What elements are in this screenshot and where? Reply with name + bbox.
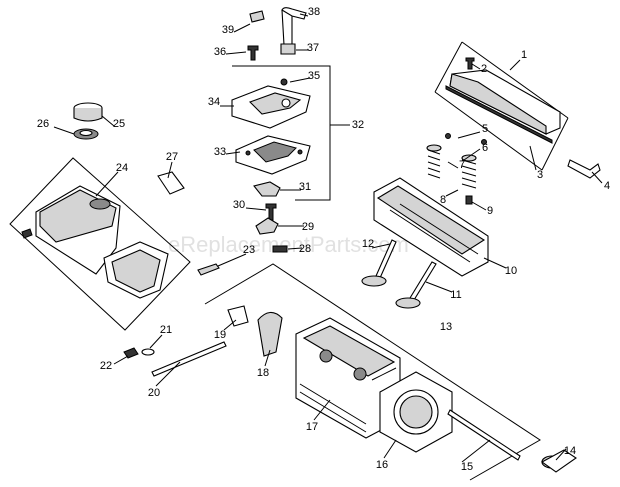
rocker-bracket-small bbox=[567, 159, 601, 179]
group-bracket-breather bbox=[232, 65, 350, 201]
callout-31: 31 bbox=[299, 181, 311, 193]
callout-25: 25 bbox=[113, 118, 125, 130]
callout-9: 9 bbox=[487, 205, 493, 217]
callout-11: 11 bbox=[450, 289, 461, 301]
valves bbox=[361, 239, 437, 309]
stud-assembly bbox=[123, 341, 227, 377]
callout-27: 27 bbox=[166, 151, 178, 163]
callout-15: 15 bbox=[461, 461, 473, 473]
leader-lines bbox=[53, 13, 603, 463]
valve-cover-right bbox=[445, 57, 561, 144]
callout-33: 33 bbox=[214, 146, 226, 158]
callout-20: 20 bbox=[148, 387, 160, 399]
watermark-text: eReplacementParts.com bbox=[168, 232, 409, 257]
callout-18: 18 bbox=[257, 367, 269, 379]
callout-23: 23 bbox=[243, 244, 255, 256]
breather-filter bbox=[253, 181, 281, 197]
callout-38: 38 bbox=[308, 6, 320, 18]
callout-35: 35 bbox=[308, 70, 320, 82]
callout-29: 29 bbox=[302, 221, 314, 233]
cylinder-head bbox=[295, 317, 401, 439]
callout-21: 21 bbox=[160, 324, 172, 336]
group-bracket-air-cover bbox=[9, 157, 191, 331]
callout-30: 30 bbox=[233, 199, 245, 211]
callout-7: 7 bbox=[459, 159, 465, 171]
callout-12: 12 bbox=[362, 238, 374, 250]
callout-24: 24 bbox=[116, 162, 128, 174]
fasteners-center bbox=[197, 203, 288, 276]
callout-26: 26 bbox=[37, 118, 49, 130]
group-bracket-cylinder-head bbox=[204, 263, 541, 481]
callout-16: 16 bbox=[376, 459, 388, 471]
hose-assembly bbox=[247, 7, 307, 61]
breather-cover bbox=[231, 78, 311, 129]
callout-19: 19 bbox=[214, 329, 226, 341]
callout-1: 1 bbox=[521, 49, 527, 61]
valve-cover-left bbox=[21, 185, 121, 275]
callout-10: 10 bbox=[505, 265, 517, 277]
rocker-housing bbox=[373, 177, 489, 277]
callout-14: 14 bbox=[564, 445, 576, 457]
valve-springs bbox=[426, 133, 487, 205]
callout-17: 17 bbox=[306, 421, 318, 433]
group-bracket-valve-cover bbox=[434, 41, 569, 171]
callout-28: 28 bbox=[299, 243, 311, 255]
callout-32: 32 bbox=[352, 119, 364, 131]
head-gasket bbox=[379, 371, 453, 453]
oil-cap-parts bbox=[73, 102, 103, 140]
callout-36: 36 bbox=[214, 46, 226, 58]
push-rod-lifter bbox=[447, 409, 577, 473]
callout-39: 39 bbox=[222, 24, 234, 36]
callout-4: 4 bbox=[604, 180, 610, 192]
callout-5: 5 bbox=[482, 123, 488, 135]
callout-3: 3 bbox=[537, 169, 543, 181]
small-bracket bbox=[157, 171, 185, 195]
callout-labels: 1234567891011121314151617181920212223242… bbox=[37, 6, 610, 473]
cover-gasket-left bbox=[103, 241, 169, 299]
breather-reed-gasket bbox=[235, 135, 311, 175]
callout-34: 34 bbox=[208, 96, 220, 108]
callout-22: 22 bbox=[100, 360, 112, 372]
rocker-arm-parts bbox=[227, 305, 283, 357]
callout-2: 2 bbox=[481, 63, 487, 75]
callout-37: 37 bbox=[307, 42, 319, 54]
callout-13: 13 bbox=[440, 321, 452, 333]
callout-8: 8 bbox=[440, 194, 446, 206]
callout-6: 6 bbox=[482, 142, 488, 154]
